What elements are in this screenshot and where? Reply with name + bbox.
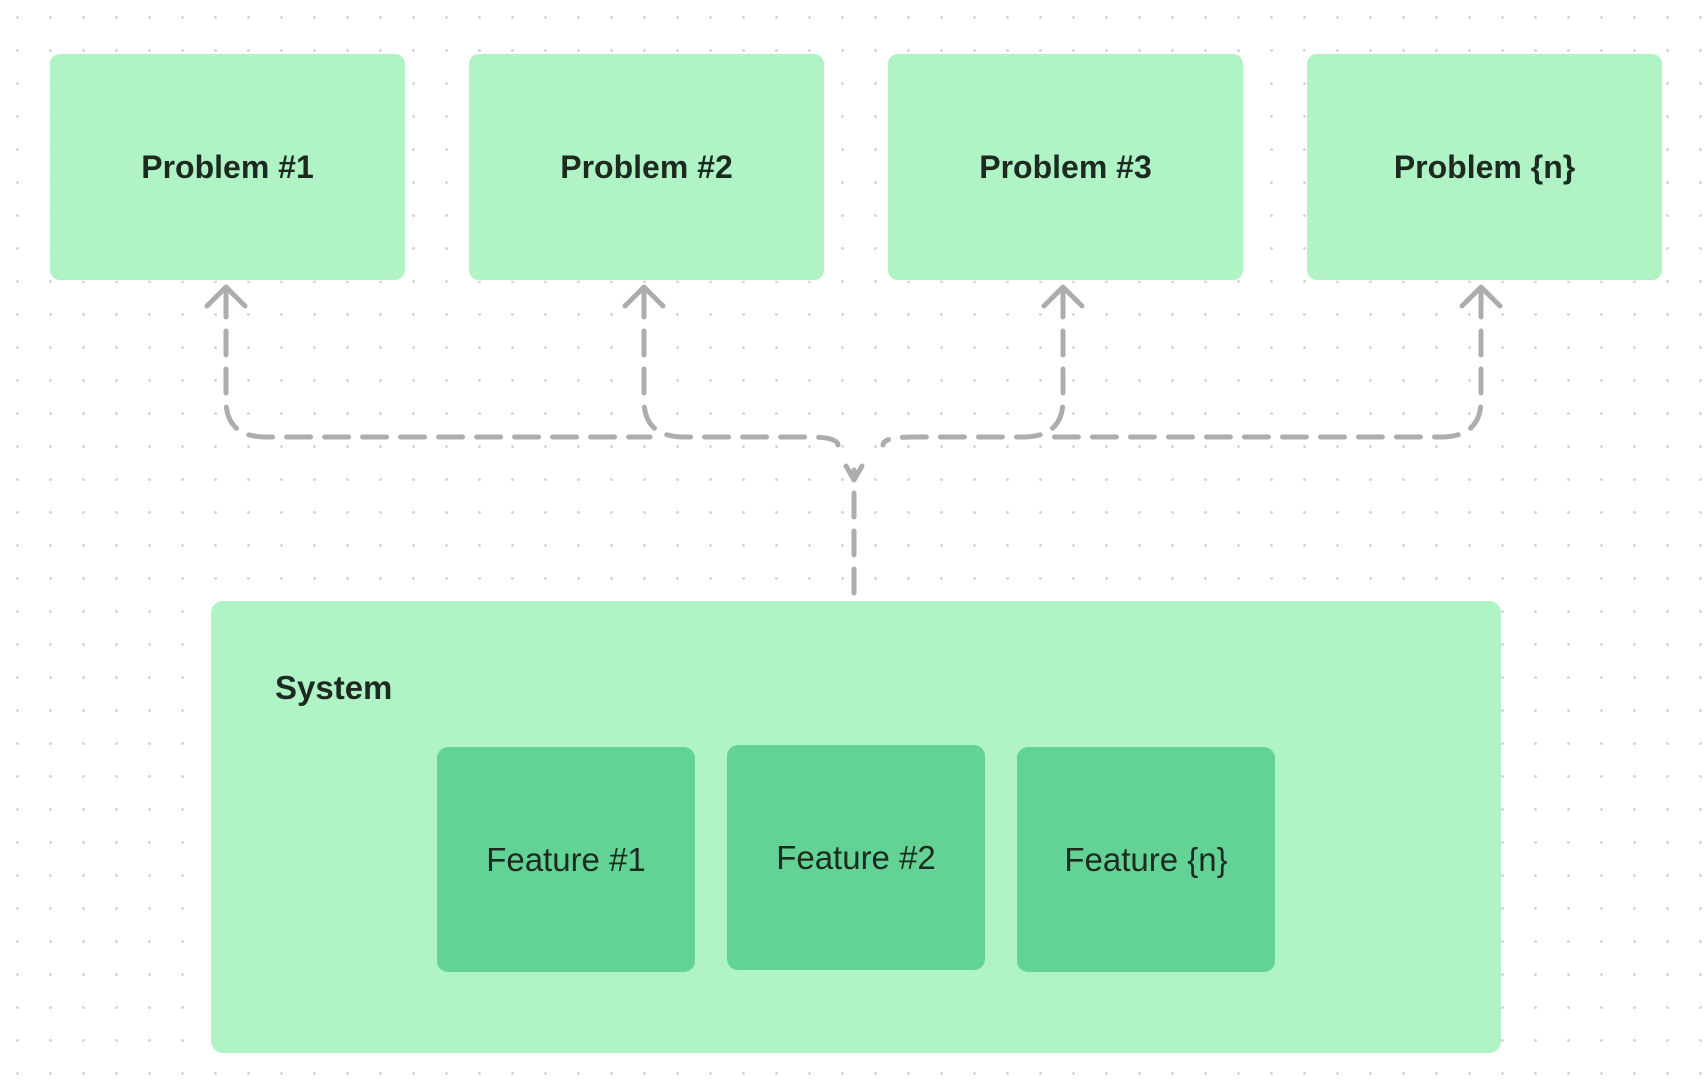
problem-label-3: Problem #3 <box>979 148 1152 185</box>
feature-box-1[interactable]: Feature #1 <box>437 747 695 972</box>
feature-label-1: Feature #1 <box>486 840 646 878</box>
feature-box-2[interactable]: Feature #2 <box>727 745 985 970</box>
feature-label-2: Feature #2 <box>776 838 936 876</box>
problem-label-n: Problem {n} <box>1393 148 1576 185</box>
problem-box-2[interactable]: Problem #2 <box>469 54 824 280</box>
system-title: System <box>275 669 393 706</box>
problem-box-n[interactable]: Problem {n} <box>1307 54 1662 280</box>
arrowhead-problem-3 <box>1041 284 1085 309</box>
arrowhead-problem-n <box>1459 284 1503 309</box>
problem-label-1: Problem #1 <box>141 148 314 185</box>
system-container[interactable]: System Feature #1 Feature #2 Feature {n} <box>211 601 1501 1053</box>
problem-label-2: Problem #2 <box>560 148 733 185</box>
arrowhead-problem-2 <box>622 284 666 309</box>
connector-to-problem-n <box>1047 290 1484 440</box>
connector-to-problem-1 <box>223 290 653 440</box>
connector-merge <box>843 463 865 483</box>
problem-box-3[interactable]: Problem #3 <box>888 54 1243 280</box>
arrowhead-problem-1 <box>204 284 248 309</box>
connector-to-problem-2 <box>641 290 841 448</box>
feature-box-n[interactable]: Feature {n} <box>1017 747 1275 972</box>
problem-box-1[interactable]: Problem #1 <box>50 54 405 280</box>
connector-to-problem-3 <box>880 290 1066 448</box>
feature-label-n: Feature {n} <box>1064 840 1228 878</box>
